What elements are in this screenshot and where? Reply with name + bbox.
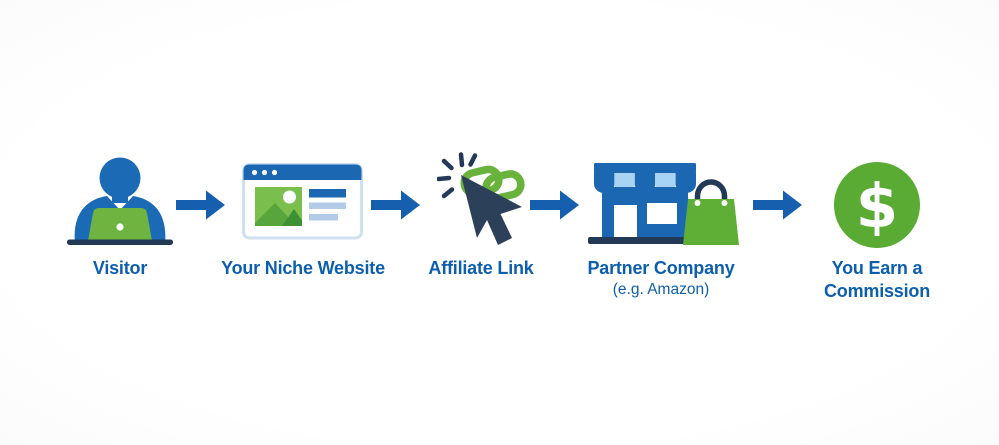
arrow-right-icon [530,189,580,221]
step-commission-label: You Earn a Commission [823,258,931,301]
step-visitor-label: Visitor [92,258,148,278]
arrow-right-icon [176,189,226,221]
storefront-icon [588,163,739,245]
step-niche-website-label: Your Niche Website [221,258,385,278]
step-partner-company [584,157,742,252]
dollar-sign: $ [856,171,898,242]
arrow-right-icon [753,189,803,221]
person-at-laptop-icon [67,157,173,245]
step-visitor [62,153,178,248]
arrow-right-icon [371,189,421,221]
step-affiliate-link-label: Affiliate Link [428,258,534,278]
step-partner-company-label: Partner Company [587,258,735,278]
browser-window-icon [242,163,363,240]
step-affiliate-link [437,152,535,252]
step-niche-website [242,163,363,240]
step-partner-company-sublabel: (e.g. Amazon) [612,281,710,298]
dollar-coin-icon: $ [834,162,920,248]
shopping-bag-icon [683,179,739,245]
step-commission: $ [833,161,921,249]
cursor-click-link-icon [437,152,525,245]
